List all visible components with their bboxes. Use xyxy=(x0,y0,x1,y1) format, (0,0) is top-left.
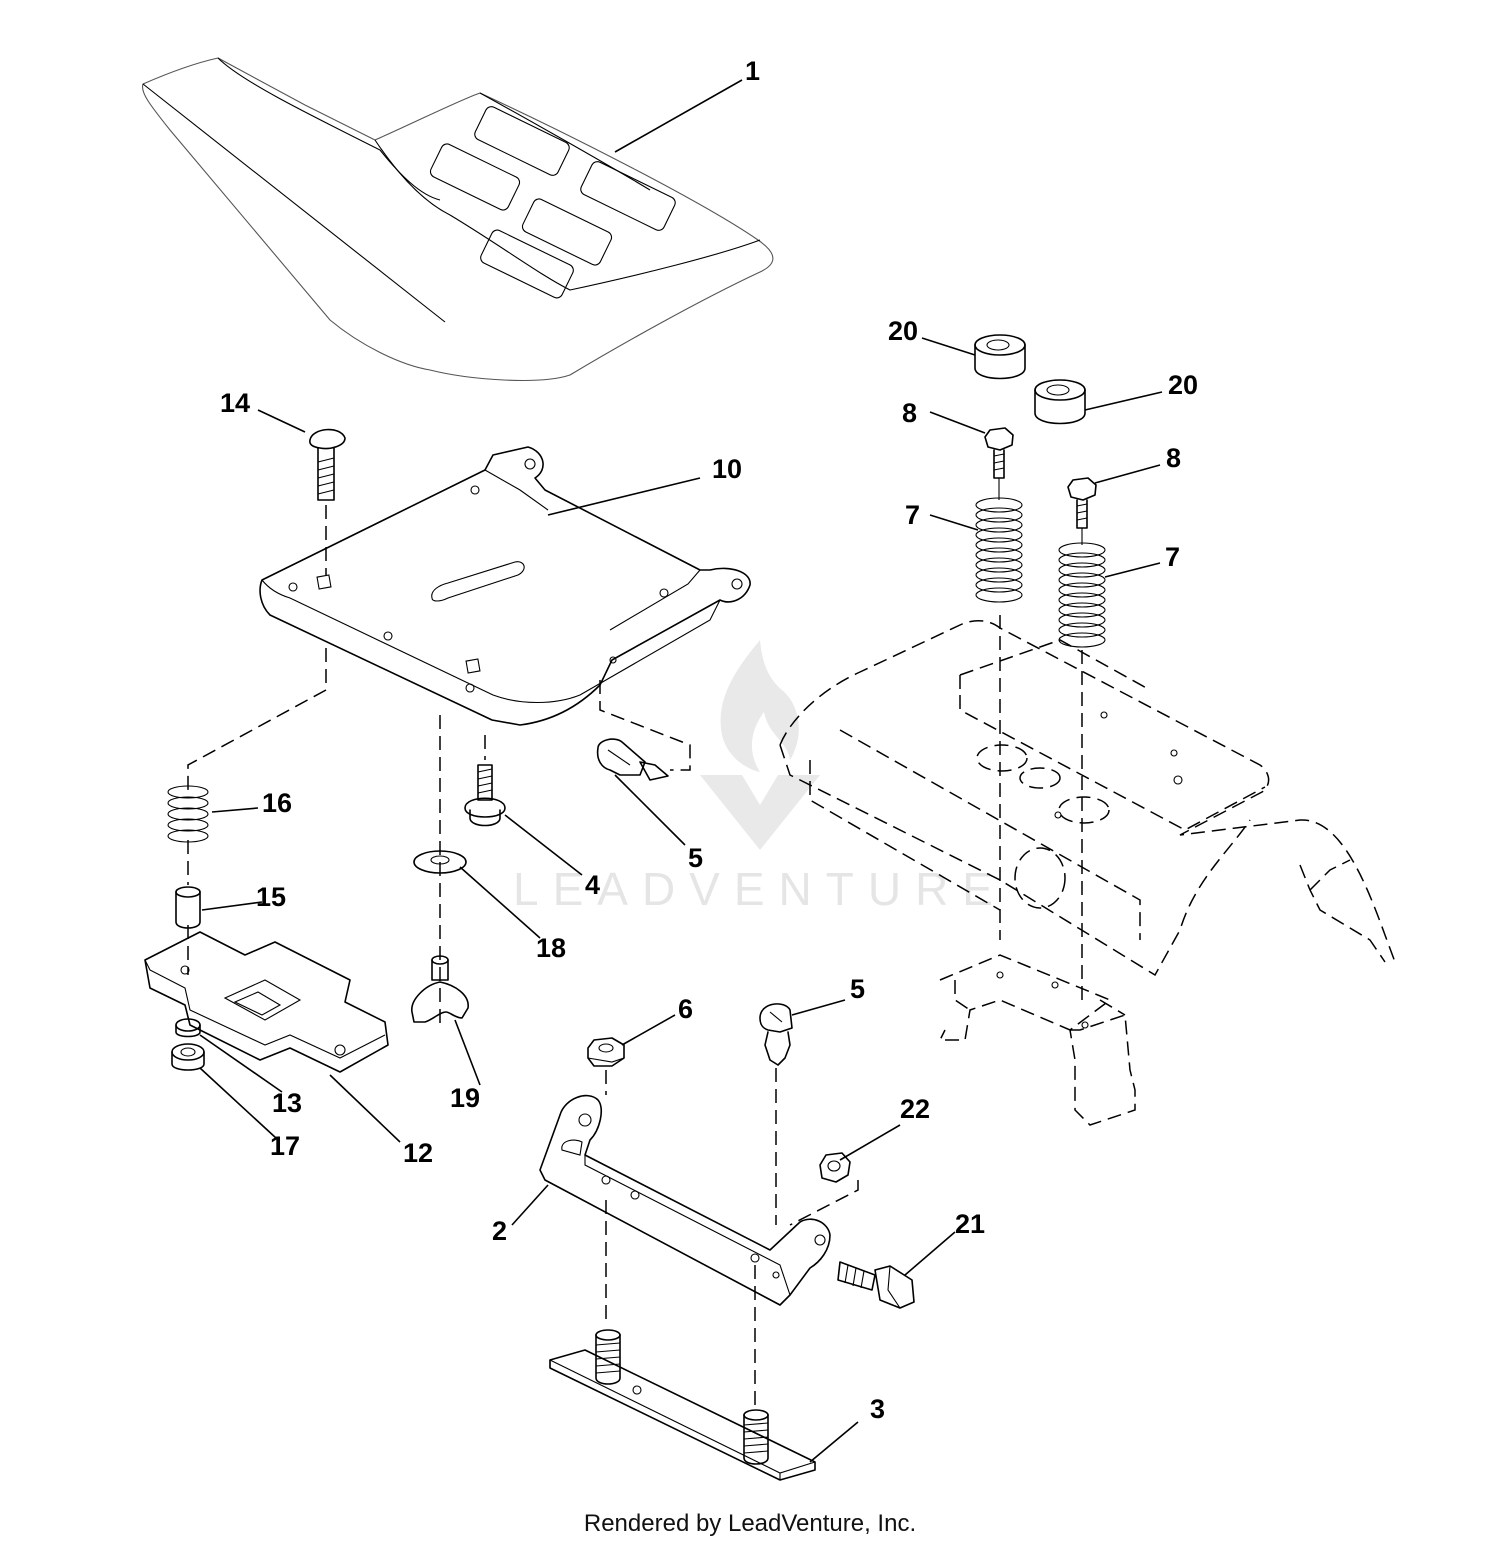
spring-part-7-left xyxy=(975,497,1023,603)
nut-part-13 xyxy=(175,1018,201,1038)
watermark-text: LEADVENTURE xyxy=(513,863,1007,915)
callout-13: 13 xyxy=(272,1088,302,1118)
frame-reference-dashed xyxy=(779,615,1396,1126)
clip-part-5-upper xyxy=(596,738,669,781)
carriage-bolt-part-14 xyxy=(309,428,346,501)
screw-part-8-left xyxy=(984,427,1014,479)
spring-part-7-right xyxy=(1058,542,1106,648)
bushing-part-20-right xyxy=(1034,379,1086,425)
knob-part-19 xyxy=(411,955,469,1023)
callout-15: 15 xyxy=(256,882,286,912)
bolt-part-4 xyxy=(464,764,506,827)
callout-2: 2 xyxy=(492,1216,507,1246)
watermark-logo: LEADVENTURE xyxy=(513,640,1007,915)
callout-20-right: 20 xyxy=(1168,370,1198,400)
seat-part-1 xyxy=(141,57,774,381)
stud-left xyxy=(595,1329,621,1385)
callout-16: 16 xyxy=(262,788,292,818)
spacer-part-15 xyxy=(175,886,201,929)
base-plate-part-3 xyxy=(549,1329,816,1481)
slide-plate-part-12 xyxy=(144,931,389,1073)
callout-8-right: 8 xyxy=(1166,443,1181,473)
callout-10: 10 xyxy=(712,454,742,484)
washer-part-18 xyxy=(413,850,467,874)
callout-labels: 1 14 10 20 20 8 8 7 7 16 15 4 5 18 19 13… xyxy=(220,56,1198,1424)
bushing-part-20-left xyxy=(974,334,1026,380)
callout-6: 6 xyxy=(678,994,693,1024)
nut-part-22 xyxy=(819,1152,851,1183)
callout-5-upper: 5 xyxy=(688,843,703,873)
callout-17: 17 xyxy=(270,1131,300,1161)
callout-12: 12 xyxy=(403,1138,433,1168)
callout-1: 1 xyxy=(745,56,760,86)
callout-21: 21 xyxy=(955,1209,985,1239)
callout-18: 18 xyxy=(536,933,566,963)
callout-8-left: 8 xyxy=(902,398,917,428)
callout-20-left: 20 xyxy=(888,316,918,346)
callout-5-lower: 5 xyxy=(850,974,865,1004)
screw-part-8-right xyxy=(1067,477,1097,529)
bracket-part-2 xyxy=(539,1094,831,1306)
shoulder-bolt-part-21 xyxy=(837,1261,915,1309)
hex-nut-part-6 xyxy=(587,1037,625,1067)
callout-19: 19 xyxy=(450,1083,480,1113)
stud-right xyxy=(743,1409,769,1465)
seat-pan-part-10 xyxy=(259,446,751,726)
callout-7-left: 7 xyxy=(905,500,920,530)
callout-7-right: 7 xyxy=(1165,542,1180,572)
callout-14: 14 xyxy=(220,388,250,418)
flange-nut-part-17 xyxy=(171,1043,205,1071)
footer-credit: Rendered by LeadVenture, Inc. xyxy=(583,1510,917,1537)
leader-lines xyxy=(199,79,1163,1463)
callout-4: 4 xyxy=(585,870,600,900)
callout-3: 3 xyxy=(870,1394,885,1424)
callout-22: 22 xyxy=(900,1094,930,1124)
clip-part-5-lower xyxy=(759,1003,793,1066)
spring-part-16 xyxy=(167,785,209,843)
